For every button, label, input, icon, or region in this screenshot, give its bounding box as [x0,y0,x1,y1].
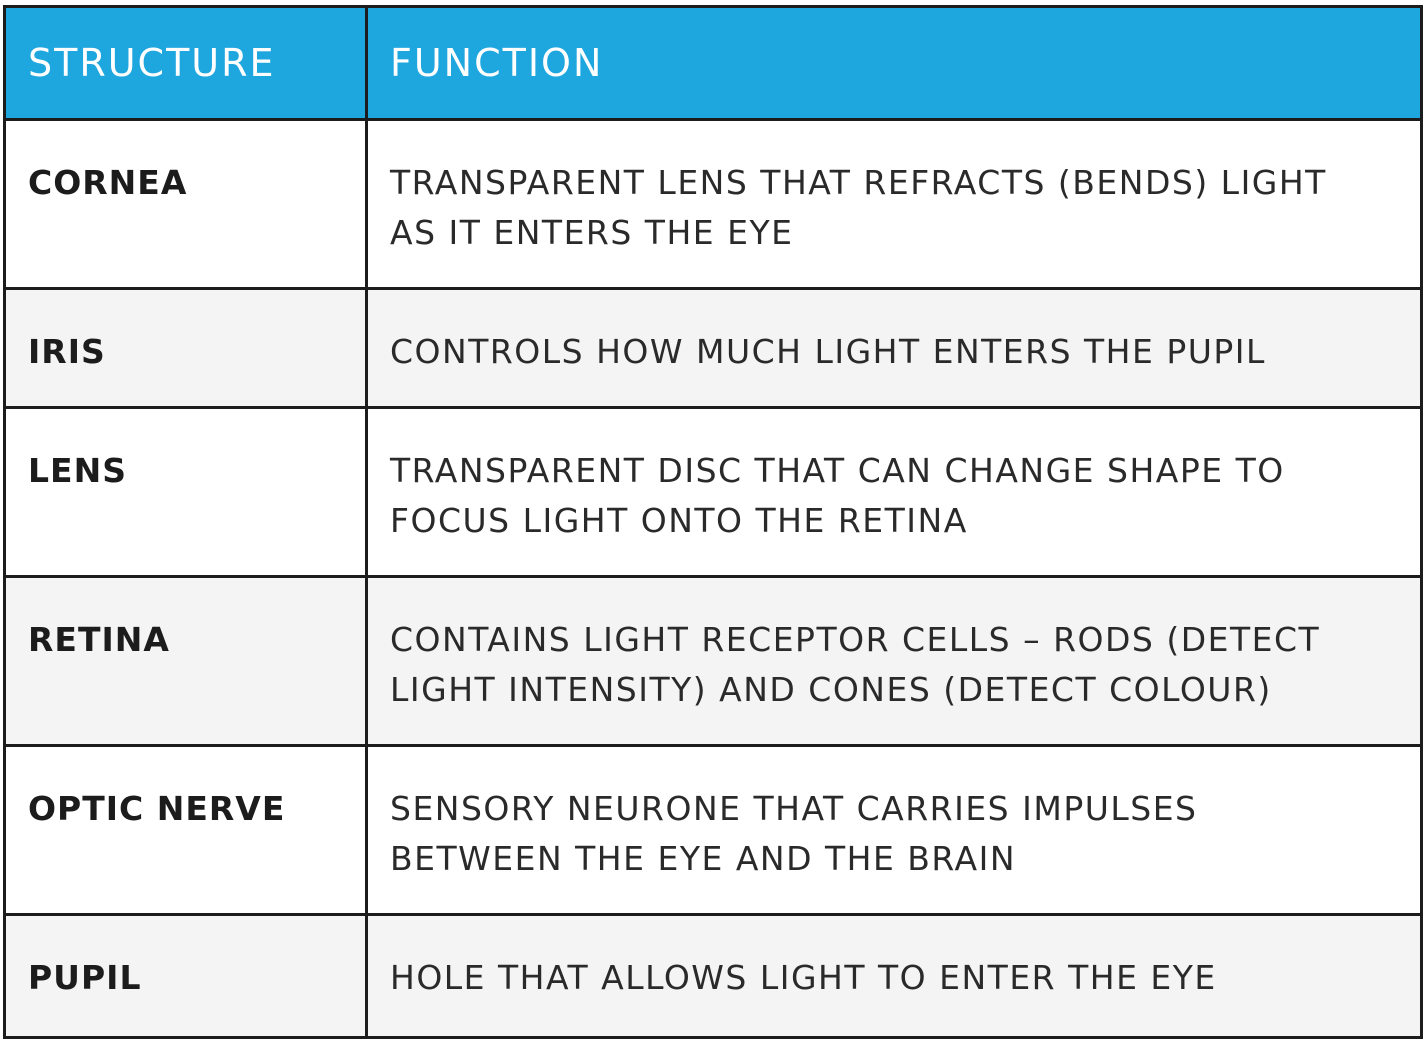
structure-cell: PUPIL [3,913,368,1039]
function-cell: TRANSPARENT DISC THAT CAN CHANGE SHAPE T… [365,406,1423,578]
table-row: IRIS CONTROLS HOW MUCH LIGHT ENTERS THE … [3,287,1423,409]
structure-cell: OPTIC NERVE [3,744,368,916]
structure-cell: LENS [3,406,368,578]
function-cell: TRANSPARENT LENS THAT REFRACTS (BENDS) L… [365,118,1423,290]
structure-function-table: STRUCTURE FUNCTION CORNEA TRANSPARENT LE… [3,5,1423,1039]
function-cell: CONTAINS LIGHT RECEPTOR CELLS – RODS (DE… [365,575,1423,747]
header-structure: STRUCTURE [3,5,368,121]
table-row: PUPIL HOLE THAT ALLOWS LIGHT TO ENTER TH… [3,913,1423,1039]
structure-cell: RETINA [3,575,368,747]
function-cell: CONTROLS HOW MUCH LIGHT ENTERS THE PUPIL [365,287,1423,409]
table-row: LENS TRANSPARENT DISC THAT CAN CHANGE SH… [3,406,1423,578]
table-header-row: STRUCTURE FUNCTION [3,5,1423,121]
function-cell: SENSORY NEURONE THAT CARRIES IMPULSES BE… [365,744,1423,916]
function-cell: HOLE THAT ALLOWS LIGHT TO ENTER THE EYE [365,913,1423,1039]
header-function: FUNCTION [365,5,1423,121]
structure-cell: CORNEA [3,118,368,290]
table-row: CORNEA TRANSPARENT LENS THAT REFRACTS (B… [3,118,1423,290]
table-row: OPTIC NERVE SENSORY NEURONE THAT CARRIES… [3,744,1423,916]
table-row: RETINA CONTAINS LIGHT RECEPTOR CELLS – R… [3,575,1423,747]
structure-cell: IRIS [3,287,368,409]
